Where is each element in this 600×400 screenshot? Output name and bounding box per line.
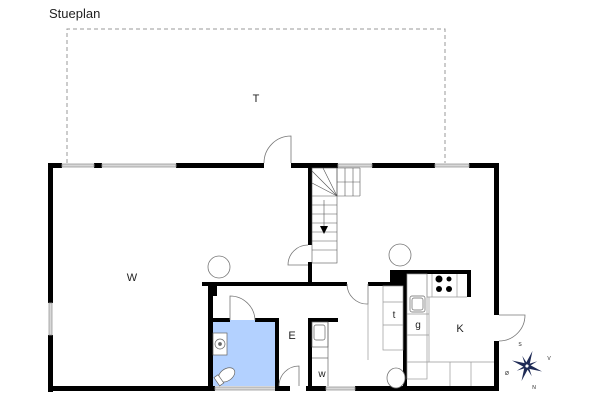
room-label-entrance: E	[288, 330, 295, 342]
wc-sink	[311, 321, 329, 386]
staircase	[311, 167, 361, 264]
exterior-walls	[48, 163, 499, 392]
compass-east-label: Ø	[505, 371, 509, 377]
compass-rose-icon	[511, 350, 543, 382]
interior-walls	[202, 163, 471, 391]
room-label-toilet: w	[317, 369, 326, 380]
bathroom-fixtures	[212, 332, 236, 387]
kitchen-sink	[409, 295, 426, 313]
compass-west-label: V	[547, 356, 551, 362]
terrace-outline	[66, 28, 446, 163]
room-label-terrace: T	[253, 93, 260, 105]
room-label-living: W	[127, 272, 138, 284]
doors	[229, 135, 526, 387]
round-fixtures	[207, 243, 412, 389]
windows	[48, 163, 470, 391]
compass-north-label: N	[532, 385, 536, 391]
kitchen-counters	[406, 273, 494, 386]
stair-direction-arrow	[320, 226, 328, 234]
label-g-unit: g	[415, 320, 421, 331]
room-label-kitchen: K	[456, 323, 464, 335]
compass-south-label: S	[518, 342, 522, 348]
entrance-cabinets	[367, 285, 404, 360]
label-t-unit: t	[393, 310, 396, 321]
stove-icon	[435, 275, 452, 292]
floor-plan-title: Stueplan	[49, 6, 101, 21]
